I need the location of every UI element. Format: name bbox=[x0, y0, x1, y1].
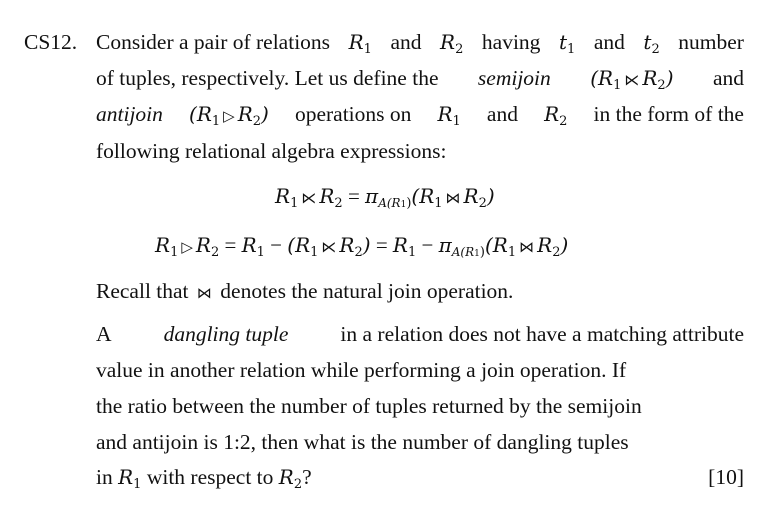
term-semijoin: semijoin bbox=[477, 66, 551, 90]
math-t1: t1 bbox=[558, 30, 576, 57]
equation-antijoin: R1▷R2 = R1 − (R1⋉R2) = R1 − πA(R1)(R1⋈R2… bbox=[155, 233, 569, 260]
para1-line2: of tuples, respectively. Let us define t… bbox=[96, 66, 744, 93]
para2-line2: value in another relation while performi… bbox=[96, 358, 627, 382]
equation-semijoin: R1⋉R2 = πA(R1)(R1⋈R2) bbox=[275, 184, 495, 211]
math-t2: t2 bbox=[643, 30, 660, 57]
marks-label: [10] bbox=[708, 465, 744, 489]
para1-line4: following relational algebra expressions… bbox=[96, 139, 447, 163]
math-R2: R2 bbox=[440, 30, 464, 57]
para2-line5: in R1 with respect to R2? bbox=[96, 465, 312, 492]
math-R1: R1 bbox=[348, 30, 372, 57]
para2-line1: A dangling tuple in a relation does not … bbox=[96, 322, 744, 346]
para1-line1: Consider a pair of relations R1 and R2 h… bbox=[96, 30, 744, 57]
term-antijoin: antijoin bbox=[96, 102, 163, 126]
question-number: CS12. bbox=[24, 30, 78, 54]
math-antijoin-expr: (R1▷R2) bbox=[189, 102, 269, 129]
para2-line3: the ratio between the number of tuples r… bbox=[96, 394, 642, 418]
natural-join-symbol: ⋈ bbox=[196, 284, 212, 302]
math-semijoin-expr: (R1⋉R2) bbox=[590, 66, 674, 93]
term-dangling-tuple: dangling tuple bbox=[163, 322, 289, 346]
recall-line: Recall that ⋈ denotes the natural join o… bbox=[96, 279, 514, 303]
para1-line3: antijoin (R1▷R2) operations on R1 and R2… bbox=[96, 102, 744, 129]
para2-line4: and antijoin is 1:2, then what is the nu… bbox=[96, 430, 629, 454]
